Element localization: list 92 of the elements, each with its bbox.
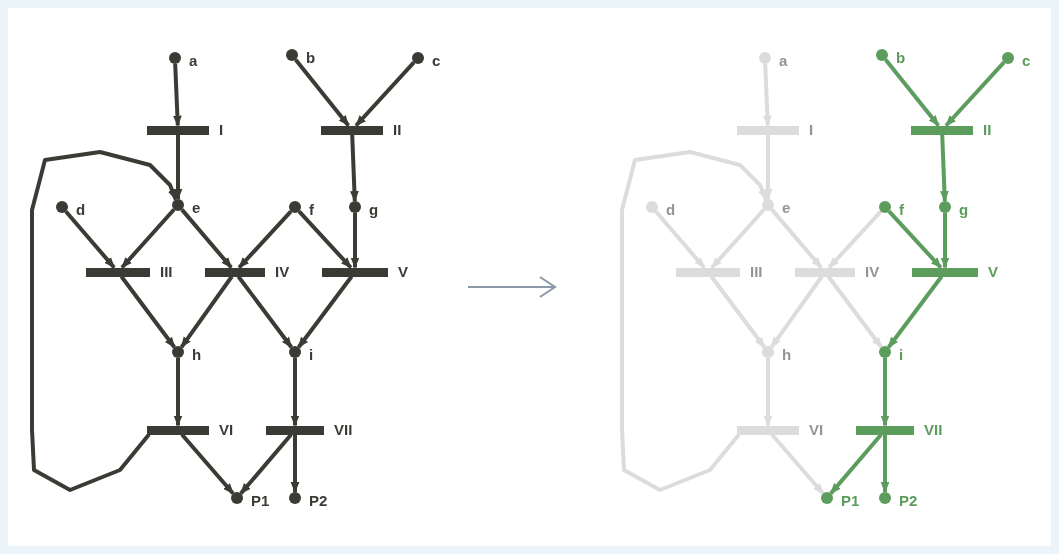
place-label: d <box>666 201 676 218</box>
arrow <box>173 134 183 201</box>
arrow <box>350 134 359 203</box>
arrow <box>887 275 944 349</box>
arrow <box>294 58 350 127</box>
transition-label: VII <box>924 421 943 438</box>
arrow <box>179 275 234 349</box>
place-label: P1 <box>841 492 860 509</box>
arrow <box>880 434 890 494</box>
transition-bar <box>86 267 150 277</box>
transition-bar <box>737 425 799 435</box>
arrow <box>237 210 293 269</box>
transition-label: III <box>160 263 173 280</box>
arrow <box>887 210 943 269</box>
arrow <box>64 210 116 269</box>
place-label: c <box>1022 52 1031 69</box>
transition-label: IV <box>275 263 290 280</box>
arrow <box>763 134 773 201</box>
arrow <box>710 208 766 269</box>
transition-bar <box>322 267 388 277</box>
arrow <box>236 275 293 349</box>
place-label: g <box>959 201 969 218</box>
arrow <box>239 433 293 495</box>
arrow <box>119 275 176 349</box>
transition-label: VI <box>219 421 234 438</box>
transition-bar <box>795 267 855 277</box>
arrow <box>654 210 706 269</box>
arrow <box>829 433 883 495</box>
arrow <box>120 208 176 269</box>
transition-bar <box>321 125 383 135</box>
place-label: f <box>899 201 904 218</box>
arrow <box>290 434 300 494</box>
transition-label: VII <box>334 421 353 438</box>
arrow <box>350 213 360 269</box>
transition-bar <box>912 267 978 277</box>
transition-label: V <box>398 263 408 280</box>
place-label: i <box>899 346 904 363</box>
transition-bar <box>911 125 973 135</box>
place-label: h <box>782 346 792 363</box>
arrow <box>30 150 178 492</box>
place-label: P2 <box>309 492 328 509</box>
place-label: P1 <box>251 492 270 509</box>
transition-label: VI <box>809 421 824 438</box>
place-label: g <box>369 201 379 218</box>
place-label: a <box>779 52 788 69</box>
arrow <box>769 275 824 349</box>
transition-bar <box>147 425 209 435</box>
arrow <box>297 275 354 349</box>
place-label: h <box>192 346 202 363</box>
arrow <box>826 275 883 349</box>
arrow <box>770 208 823 269</box>
arrow <box>709 275 766 349</box>
transition-bar <box>147 125 209 135</box>
transition-label: I <box>809 121 814 138</box>
place-label: d <box>76 201 86 218</box>
arrow <box>944 61 1006 127</box>
transition-label: II <box>983 121 992 138</box>
arrow <box>290 358 300 427</box>
transition-bar <box>205 267 265 277</box>
place-label: e <box>782 199 791 216</box>
transition-bar <box>266 425 324 435</box>
arrow <box>173 63 182 127</box>
transition-label: III <box>750 263 763 280</box>
transition-label: IV <box>865 263 880 280</box>
arrow <box>354 61 416 127</box>
transition-label: II <box>393 121 402 138</box>
arrow <box>297 210 353 269</box>
arrow <box>770 433 825 495</box>
arrow <box>827 210 883 269</box>
transition-bar <box>676 267 740 277</box>
place-label: b <box>896 49 906 66</box>
place-label: P2 <box>899 492 918 509</box>
arrow <box>173 358 183 427</box>
arrow <box>180 208 233 269</box>
arrow <box>940 213 950 269</box>
arrow <box>763 63 772 127</box>
transition-bar <box>737 125 799 135</box>
place-label: a <box>189 52 198 69</box>
arrow <box>940 134 949 203</box>
place-label: b <box>306 49 316 66</box>
transition-label: I <box>219 121 224 138</box>
transition-bar <box>856 425 914 435</box>
arrow <box>620 150 768 492</box>
arrow <box>884 58 940 127</box>
arrow <box>763 358 773 427</box>
place-label: i <box>309 346 314 363</box>
arrow <box>180 433 235 495</box>
arrow <box>880 358 890 427</box>
place-label: c <box>432 52 441 69</box>
place-label: e <box>192 199 201 216</box>
place-label: f <box>309 201 314 218</box>
transition-label: V <box>988 263 998 280</box>
